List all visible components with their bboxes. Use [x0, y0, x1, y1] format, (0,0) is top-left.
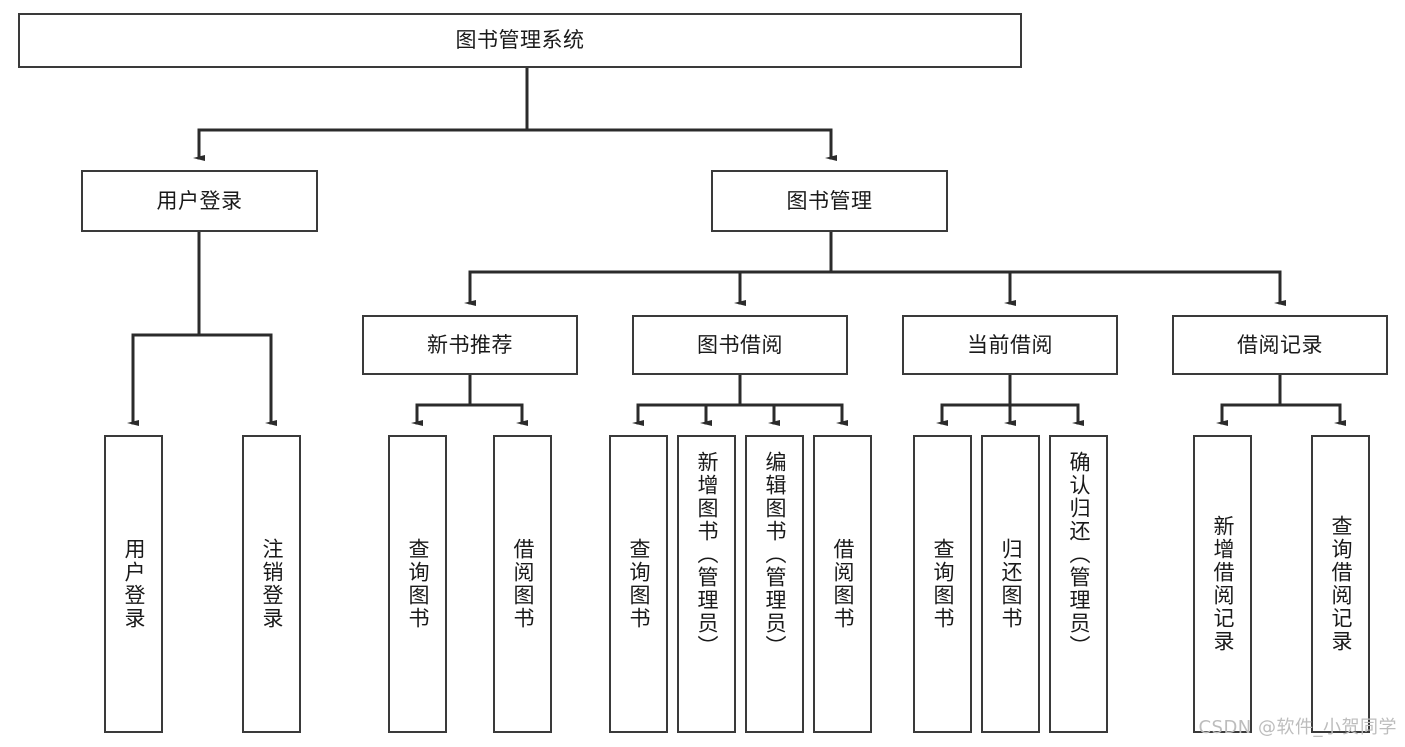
node-leaf-query-book-1[interactable]: 查询图书 — [388, 435, 447, 733]
node-book-manage[interactable]: 图书管理 — [711, 170, 948, 232]
node-leaf-user-login[interactable]: 用户登录 — [104, 435, 163, 733]
node-leaf-edit-book-label: 编辑图书（管理员） — [763, 451, 787, 658]
node-current-borrow-label: 当前借阅 — [967, 332, 1053, 357]
node-current-borrow[interactable]: 当前借阅 — [902, 315, 1118, 375]
node-user-login-label: 用户登录 — [156, 188, 243, 213]
node-leaf-confirm-return[interactable]: 确认归还（管理员） — [1049, 435, 1108, 733]
node-user-login[interactable]: 用户登录 — [81, 170, 318, 232]
node-leaf-edit-book[interactable]: 编辑图书（管理员） — [745, 435, 804, 733]
node-leaf-query-record[interactable]: 查询借阅记录 — [1311, 435, 1370, 733]
node-new-book-rec[interactable]: 新书推荐 — [362, 315, 578, 375]
node-borrow-record[interactable]: 借阅记录 — [1172, 315, 1388, 375]
node-leaf-query-book-2[interactable]: 查询图书 — [609, 435, 668, 733]
node-leaf-confirm-return-label: 确认归还（管理员） — [1067, 451, 1091, 658]
node-leaf-logout-label: 注销登录 — [260, 538, 284, 630]
node-leaf-borrow-book-2-label: 借阅图书 — [831, 538, 855, 630]
node-leaf-query-book-3[interactable]: 查询图书 — [913, 435, 972, 733]
node-leaf-add-record-label: 新增借阅记录 — [1211, 515, 1235, 653]
node-root-label: 图书管理系统 — [455, 28, 585, 53]
node-leaf-borrow-book-1[interactable]: 借阅图书 — [493, 435, 552, 733]
node-leaf-add-record[interactable]: 新增借阅记录 — [1193, 435, 1252, 733]
csdn-watermark: CSDN @软件_小贺同学 — [1198, 717, 1397, 738]
node-leaf-add-book-label: 新增图书（管理员） — [695, 451, 719, 658]
node-new-book-rec-label: 新书推荐 — [427, 332, 513, 357]
node-leaf-borrow-book-1-label: 借阅图书 — [511, 538, 535, 630]
node-leaf-query-record-label: 查询借阅记录 — [1329, 515, 1353, 653]
node-book-manage-label: 图书管理 — [786, 188, 873, 213]
node-leaf-query-book-1-label: 查询图书 — [406, 538, 430, 630]
node-leaf-add-book[interactable]: 新增图书（管理员） — [677, 435, 736, 733]
node-leaf-query-book-2-label: 查询图书 — [627, 538, 651, 630]
node-book-borrow[interactable]: 图书借阅 — [632, 315, 848, 375]
node-leaf-return-book[interactable]: 归还图书 — [981, 435, 1040, 733]
node-leaf-query-book-3-label: 查询图书 — [931, 538, 955, 630]
node-root[interactable]: 图书管理系统 — [18, 13, 1022, 68]
node-leaf-return-book-label: 归还图书 — [999, 538, 1023, 630]
node-book-borrow-label: 图书借阅 — [697, 332, 783, 357]
node-borrow-record-label: 借阅记录 — [1237, 332, 1323, 357]
node-leaf-user-login-label: 用户登录 — [122, 538, 146, 630]
node-leaf-borrow-book-2[interactable]: 借阅图书 — [813, 435, 872, 733]
node-leaf-logout[interactable]: 注销登录 — [242, 435, 301, 733]
